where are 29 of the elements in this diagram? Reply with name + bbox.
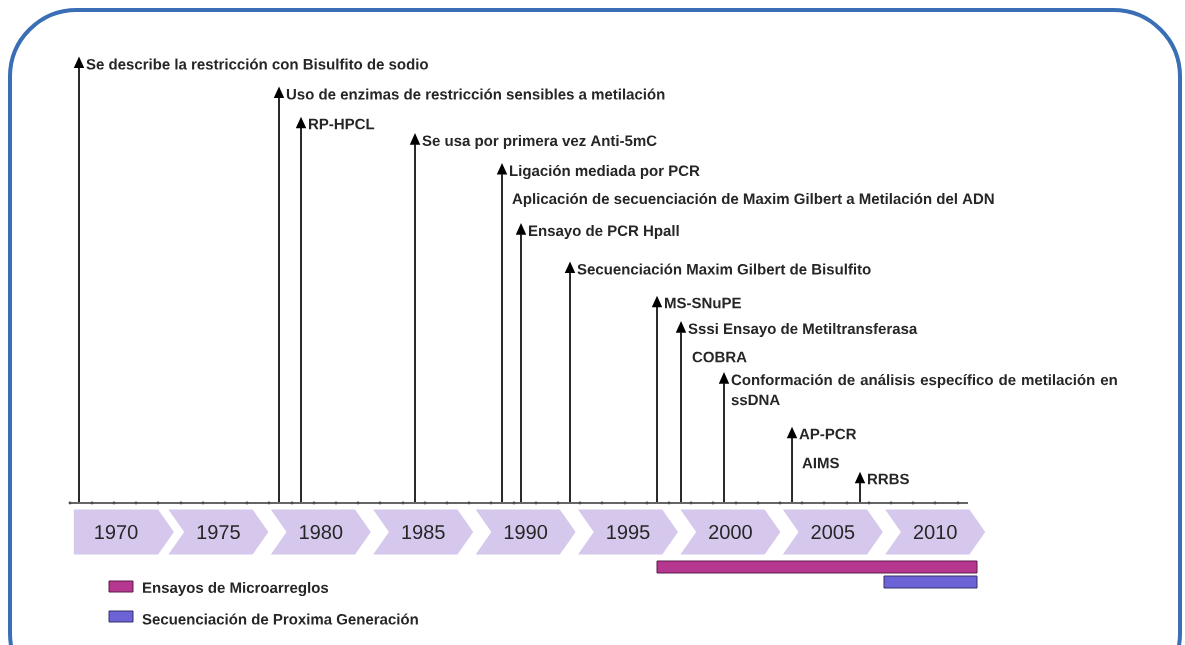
event-note: COBRA bbox=[692, 351, 747, 363]
event-label: Secuenciación Maxim Gilbert de Bisulfito bbox=[577, 263, 871, 275]
year-label: 1970 bbox=[95, 524, 138, 540]
event-label: Ensayo de PCR Hpall bbox=[529, 225, 679, 239]
range-bar bbox=[656, 560, 978, 574]
year-label: 1975 bbox=[197, 524, 240, 540]
year-label: 2000 bbox=[709, 524, 752, 540]
year-label: 2010 bbox=[913, 524, 957, 540]
year-label: 1990 bbox=[504, 524, 548, 540]
event-label: AP-PCR bbox=[799, 428, 857, 440]
event-label: RP-HPCL bbox=[309, 118, 375, 130]
year-label: 2005 bbox=[811, 524, 855, 540]
event-label: Se usa por primera vez Anti-5mC bbox=[422, 135, 657, 149]
year-label: 1985 bbox=[402, 524, 445, 540]
event-label: Sssi Ensayo de Metiltransferasa bbox=[688, 323, 918, 337]
timeline-axis bbox=[70, 502, 968, 504]
event-label: Uso de enzimas de restricción sensibles a metilación bbox=[286, 88, 665, 100]
year-label: 1995 bbox=[607, 524, 650, 540]
event-label: RRBS bbox=[868, 473, 909, 485]
event-note: AIMS bbox=[802, 457, 839, 469]
event-label: Se describe la restricción con Bisulfito de sodio bbox=[86, 58, 428, 70]
event-note: Aplicación de secuenciación de Maxim Gilbert a Metilación del ADN bbox=[512, 192, 994, 208]
event-label: MS-SNuPE bbox=[665, 297, 741, 309]
legend-label: Secuenciación de Proxima Generación bbox=[142, 613, 418, 625]
event-label: Ligación mediada por PCR bbox=[510, 164, 700, 180]
range-bar bbox=[883, 575, 978, 589]
year-label: 1980 bbox=[300, 524, 343, 540]
legend-label: Ensayos de Microarreglos bbox=[143, 582, 329, 597]
event-label: Conformación de análisis específico de metilación en ssDNA bbox=[731, 374, 1117, 406]
